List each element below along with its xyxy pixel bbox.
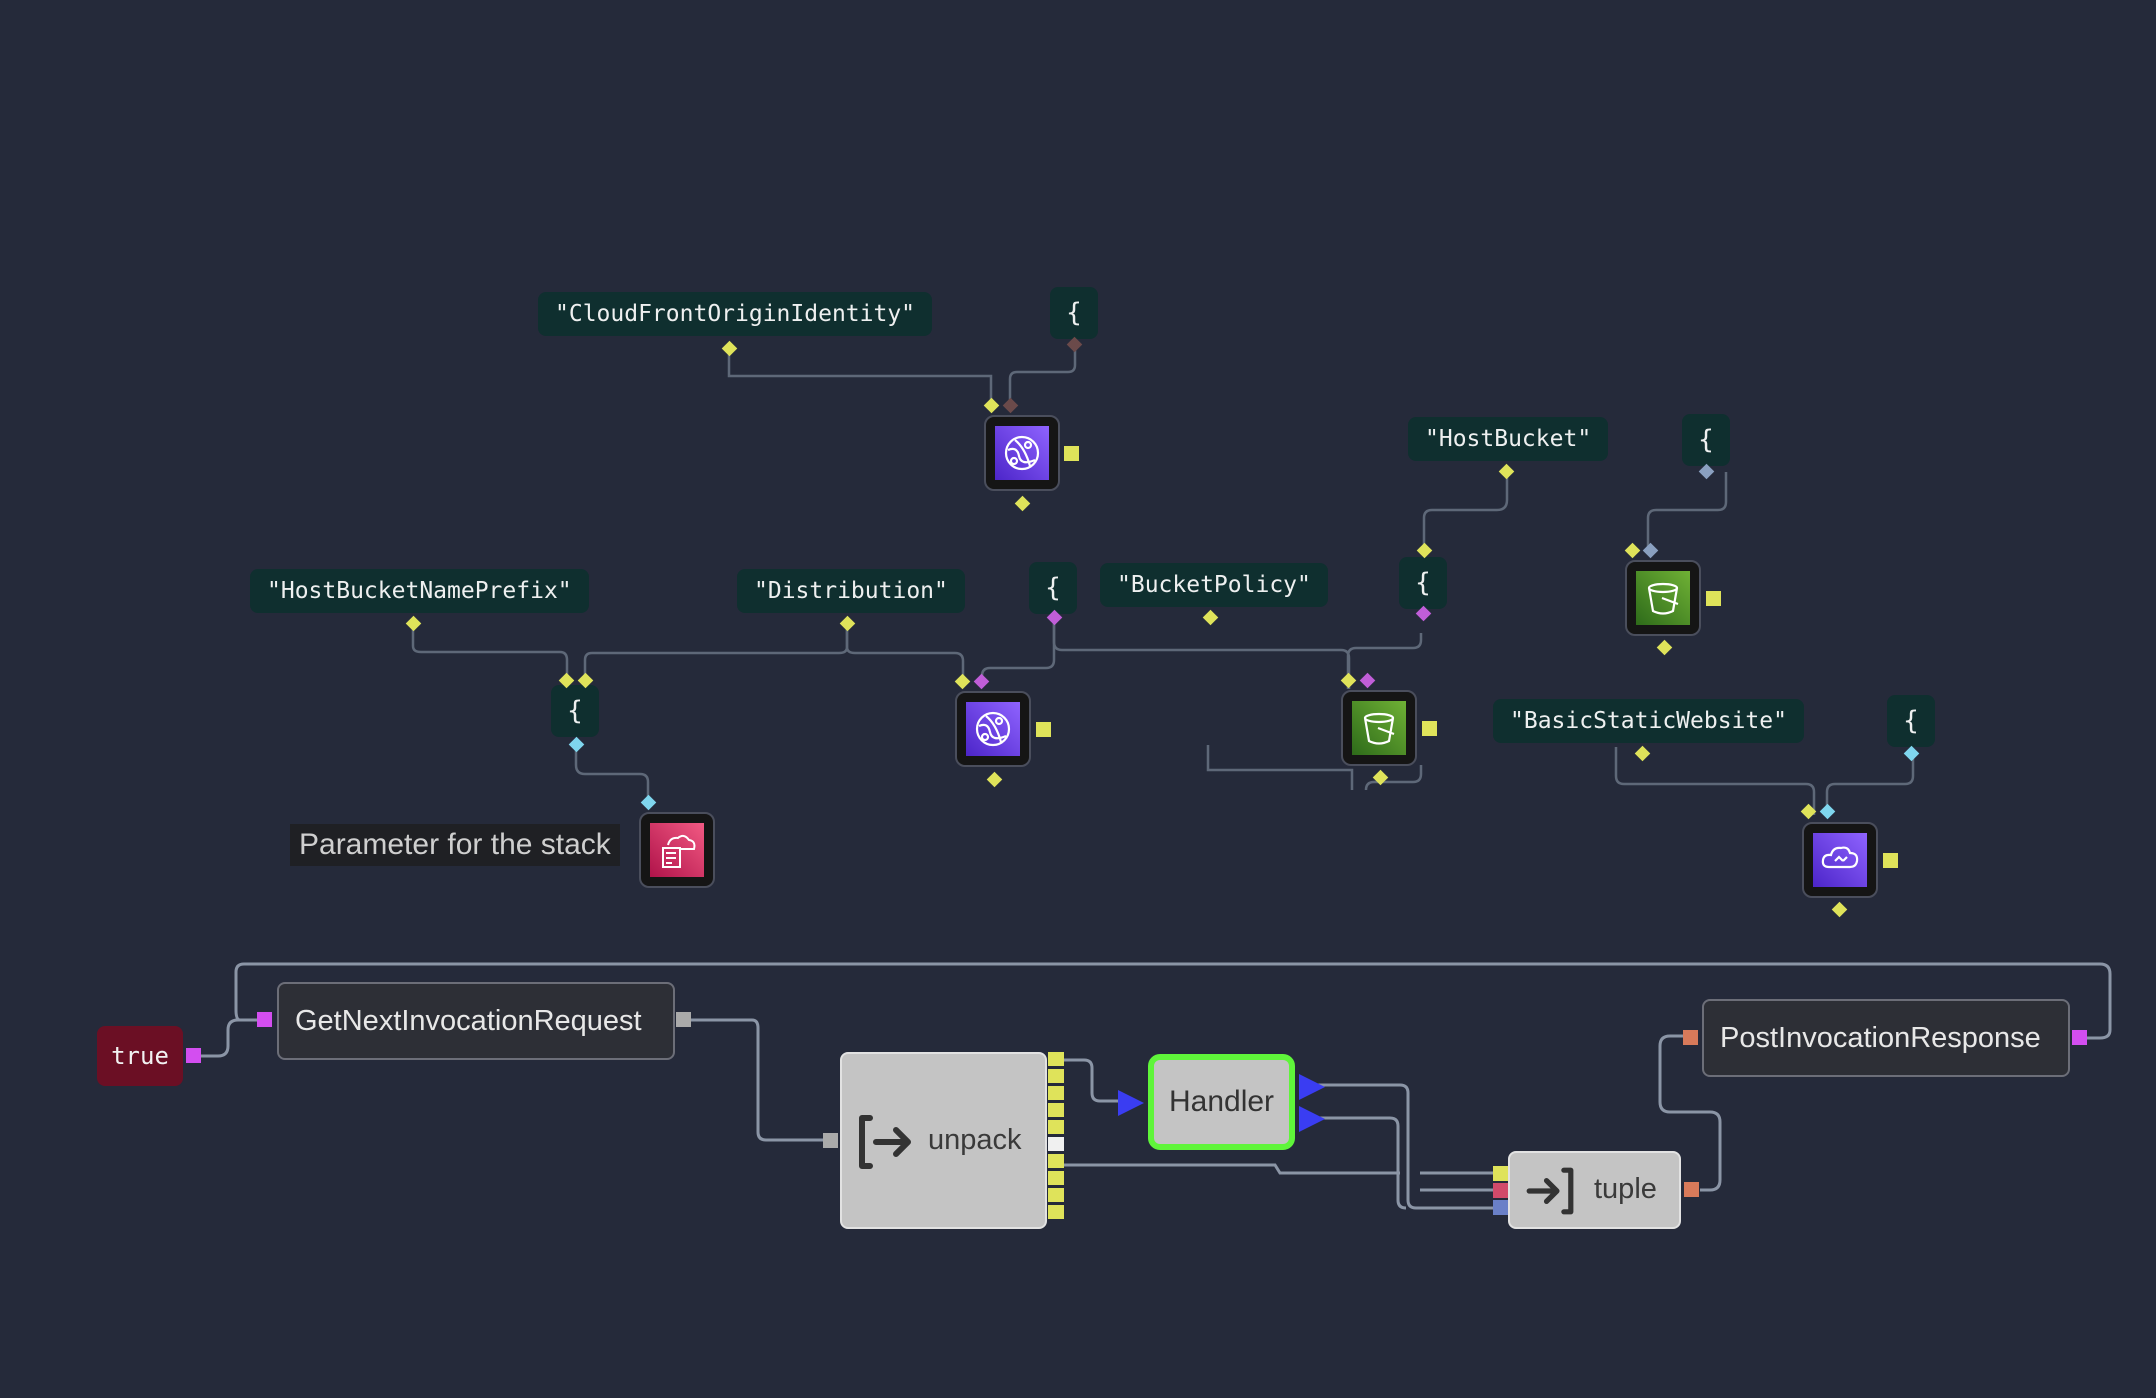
output-port[interactable] (1048, 1052, 1064, 1066)
object-brace-distribution[interactable]: { (1029, 562, 1077, 614)
parameter-label: Parameter for the stack (290, 824, 620, 866)
cloudfront-distribution-node[interactable] (955, 691, 1031, 767)
output-port[interactable] (676, 1012, 691, 1027)
node-label: unpack (928, 1124, 1022, 1156)
input-port[interactable] (1683, 1030, 1698, 1045)
output-port[interactable] (186, 1048, 201, 1063)
unpack-icon (859, 1115, 911, 1169)
string-basic-static-website[interactable]: "BasicStaticWebsite" (1493, 699, 1804, 743)
output-port[interactable] (1048, 1154, 1064, 1168)
cloudformation-parameter-icon (650, 823, 704, 877)
cloudfront-origin-identity-node[interactable] (984, 415, 1060, 491)
cloudfront-distribution-icon (995, 426, 1049, 480)
string-host-bucket-name-prefix[interactable]: "HostBucketNamePrefix" (250, 569, 589, 613)
string-cloudfront-origin-identity[interactable]: "CloudFrontOriginIdentity" (538, 292, 933, 336)
string-host-bucket[interactable]: "HostBucket" (1408, 417, 1609, 461)
cloudformation-parameter-node[interactable] (639, 812, 715, 888)
unpack-node[interactable]: unpack (840, 1052, 1047, 1229)
input-port[interactable] (823, 1133, 838, 1148)
output-port[interactable] (1048, 1171, 1064, 1185)
output-port[interactable] (1684, 1182, 1699, 1197)
output-port[interactable] (1048, 1103, 1064, 1117)
node-label: GetNextInvocationRequest (295, 1005, 642, 1037)
cloudformation-stack-icon (1813, 833, 1867, 887)
s3-bucket-policy-node[interactable] (1341, 690, 1417, 766)
get-next-invocation-request-node[interactable]: GetNextInvocationRequest (277, 982, 675, 1060)
handler-node[interactable]: Handler (1148, 1054, 1295, 1150)
string-bucket-policy[interactable]: "BucketPolicy" (1100, 563, 1328, 607)
node-label: PostInvocationResponse (1720, 1022, 2041, 1054)
input-port[interactable] (1493, 1166, 1508, 1181)
output-port[interactable] (1036, 722, 1051, 737)
output-port[interactable] (2072, 1030, 2087, 1045)
object-brace-cloudfront-origin-identity[interactable]: { (1050, 287, 1098, 339)
true-constant-node[interactable]: true (97, 1026, 183, 1086)
s3-bucket-icon (1636, 571, 1690, 625)
handler-output-arrow-icon[interactable] (1297, 1104, 1327, 1134)
handler-output-arrow-icon[interactable] (1297, 1072, 1327, 1102)
cloudformation-stack-node[interactable] (1802, 822, 1878, 898)
node-label: Handler (1168, 1085, 1275, 1118)
output-port[interactable] (1048, 1137, 1064, 1151)
output-port[interactable] (1883, 853, 1898, 868)
cloudfront-distribution-icon (966, 702, 1020, 756)
object-brace-bucket-properties[interactable]: { (1399, 557, 1447, 609)
output-port[interactable] (1048, 1205, 1064, 1219)
input-port[interactable] (257, 1012, 272, 1027)
object-brace-parameters[interactable]: { (551, 685, 599, 737)
output-port[interactable] (1422, 721, 1437, 736)
s3-bucket-icon (1352, 701, 1406, 755)
handler-input-arrow-icon[interactable] (1116, 1088, 1146, 1118)
post-invocation-response-node[interactable]: PostInvocationResponse (1702, 999, 2070, 1077)
output-port[interactable] (1064, 446, 1079, 461)
object-brace-host-bucket[interactable]: { (1682, 414, 1730, 466)
tuple-node[interactable]: tuple (1508, 1151, 1681, 1229)
output-port[interactable] (1048, 1120, 1064, 1134)
string-distribution[interactable]: "Distribution" (737, 569, 965, 613)
tuple-icon (1526, 1167, 1574, 1215)
s3-host-bucket-node[interactable] (1625, 560, 1701, 636)
output-port[interactable] (1048, 1086, 1064, 1100)
input-port[interactable] (1493, 1183, 1508, 1198)
object-brace-stack[interactable]: { (1887, 695, 1935, 747)
output-port[interactable] (1706, 591, 1721, 606)
node-label: tuple (1594, 1173, 1657, 1205)
input-port[interactable] (1493, 1200, 1508, 1215)
output-port[interactable] (1048, 1188, 1064, 1202)
output-port[interactable] (1048, 1069, 1064, 1083)
